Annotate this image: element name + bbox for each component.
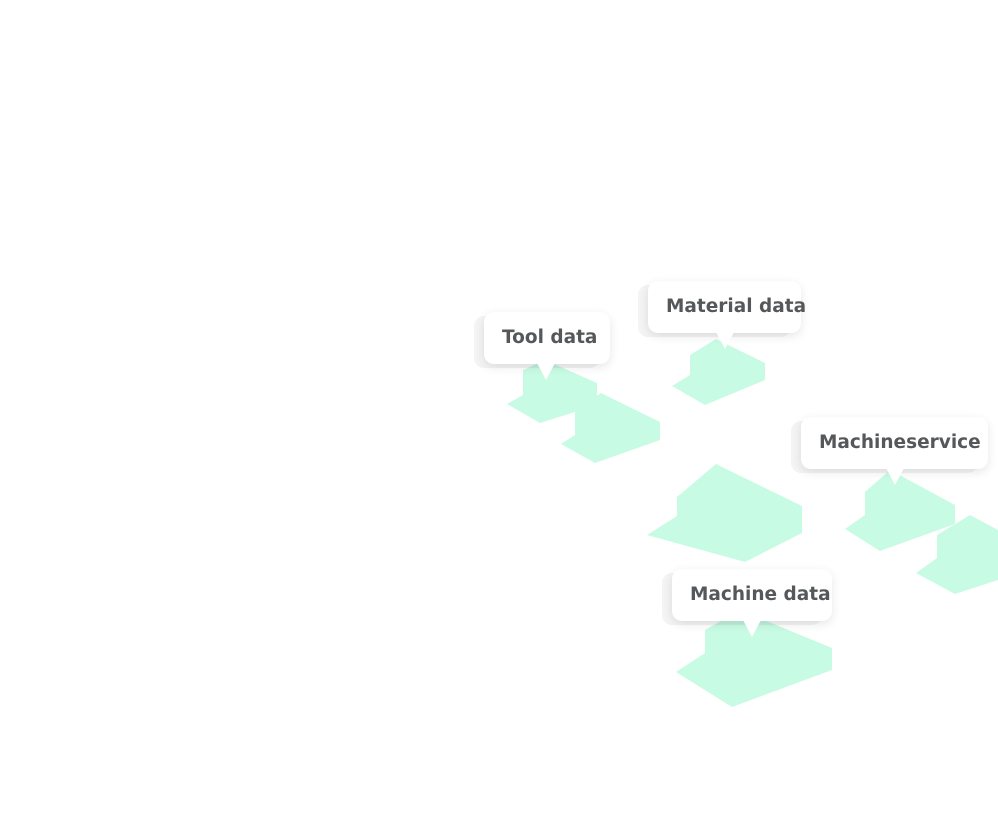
tool-machine-small — [507, 360, 597, 423]
callout-machineservice: Machineservice — [801, 417, 988, 485]
material-machine — [672, 339, 765, 405]
callout-material-data: Material data — [648, 281, 806, 349]
service-machine — [845, 470, 955, 551]
callout-tool-data: Tool data — [484, 312, 610, 380]
machine-data-machine — [676, 610, 832, 707]
service-machine-edge — [916, 515, 998, 594]
tool-machine-large — [561, 393, 660, 463]
callout-machine-data: Machine data — [672, 569, 832, 637]
center-machine-large — [647, 464, 802, 562]
